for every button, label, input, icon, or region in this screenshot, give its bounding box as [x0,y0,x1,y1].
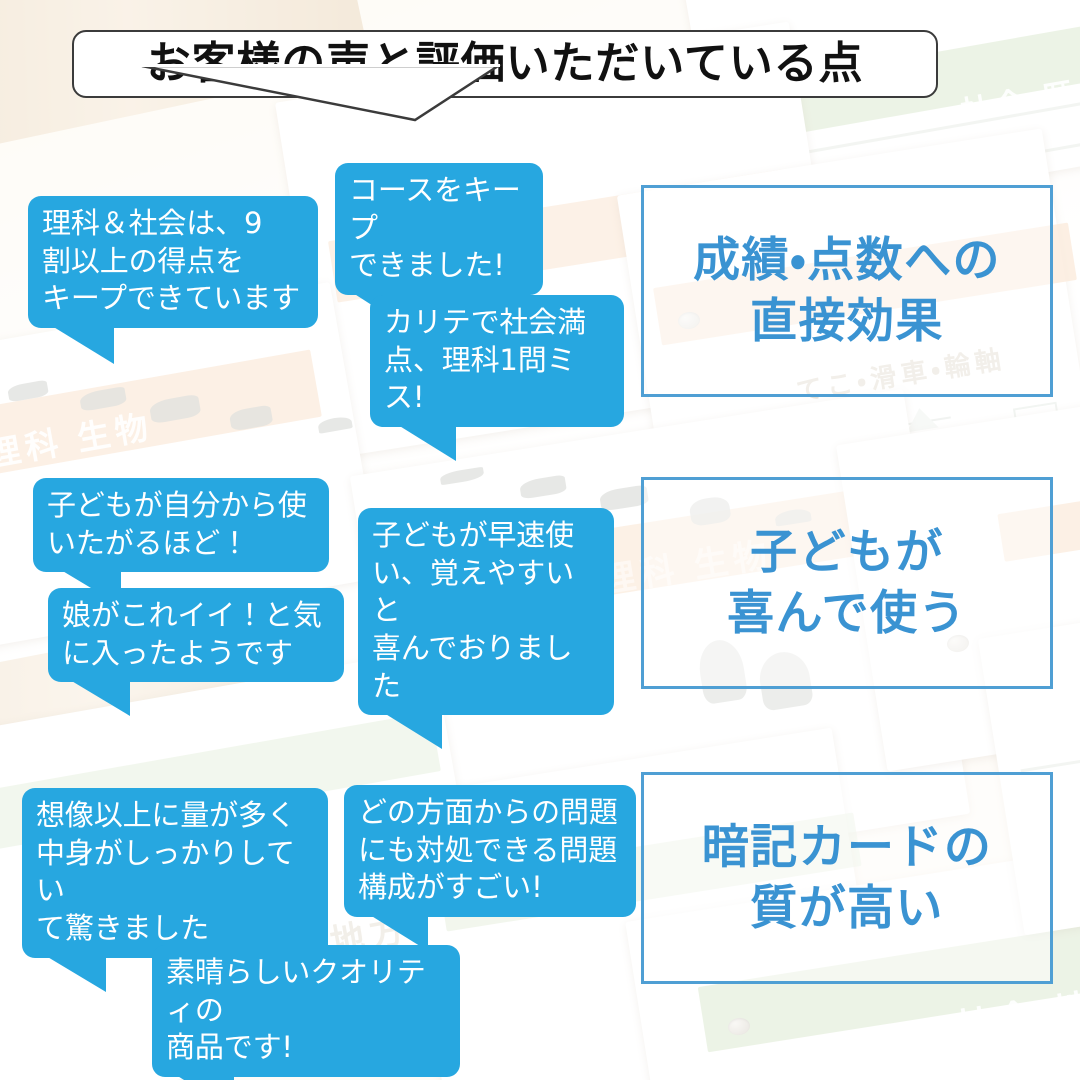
testimonial-text: 子どもが自分から使 いたがるほど！ [47,488,307,560]
bubble-tail-icon [46,955,106,992]
testimonial-text: 理科＆社会は、9 割以上の得点を キープできています [42,206,300,316]
testimonial-bubble-9[interactable]: 素晴らしいクオリティの 商品です! [152,945,460,1080]
bubble-tail-icon [398,425,456,462]
testimonial-bubble-2[interactable]: コースをキープ できました! [335,163,543,330]
testimonial-text: 子どもが早速使 い、覚えやすいと 喜んでおりました [372,518,574,703]
category-panel-label: 暗記カードの 質が高い [701,819,993,936]
testimonial-text: カリテで社会満 点、理科1問ミス! [384,305,586,415]
category-panel-label: 子どもが 喜んで使う [727,524,967,641]
category-panel-label: 成績・点数への 直接効果 [693,232,1001,349]
testimonial-bubble-4[interactable]: 子どもが自分から使 いたがるほど！ [33,478,329,607]
testimonial-bubble-3[interactable]: カリテで社会満 点、理科1問ミス! [370,295,624,462]
testimonial-bubble-6[interactable]: 子どもが早速使 い、覚えやすいと 喜んでおりました [358,508,614,750]
testimonial-bubble-8[interactable]: どの方面からの問題 にも対処できる問題 構成がすごい! [344,785,636,952]
category-panel-quality[interactable]: 暗記カードの 質が高い [641,772,1053,984]
bubble-tail-icon [384,713,442,750]
category-panel-grades[interactable]: 成績・点数への 直接効果 [641,185,1053,397]
category-panel-enjoyment[interactable]: 子どもが 喜んで使う [641,477,1053,689]
bubble-tail-icon [70,680,130,717]
testimonial-text: 娘がこれイイ！と気 に入ったようです [62,598,322,670]
testimonial-text: コースをキープ できました! [349,173,521,283]
testimonial-text: 想像以上に量が多く 中身がしっかりしてい て驚きました [36,798,296,946]
testimonial-bubble-1[interactable]: 理科＆社会は、9 割以上の得点を キープできています [28,196,318,365]
testimonial-bubble-5[interactable]: 娘がこれイイ！と気 に入ったようです [48,588,344,717]
testimonial-bubble-7[interactable]: 想像以上に量が多く 中身がしっかりしてい て驚きました [22,788,328,992]
testimonial-text: どの方面からの問題 にも対処できる問題 構成がすごい! [358,795,618,905]
bubble-tail-icon [52,326,114,365]
header-bubble-tail [140,64,503,122]
testimonial-text: 素晴らしいクオリティの 商品です! [166,955,426,1065]
bubble-tail-icon [176,1075,234,1080]
